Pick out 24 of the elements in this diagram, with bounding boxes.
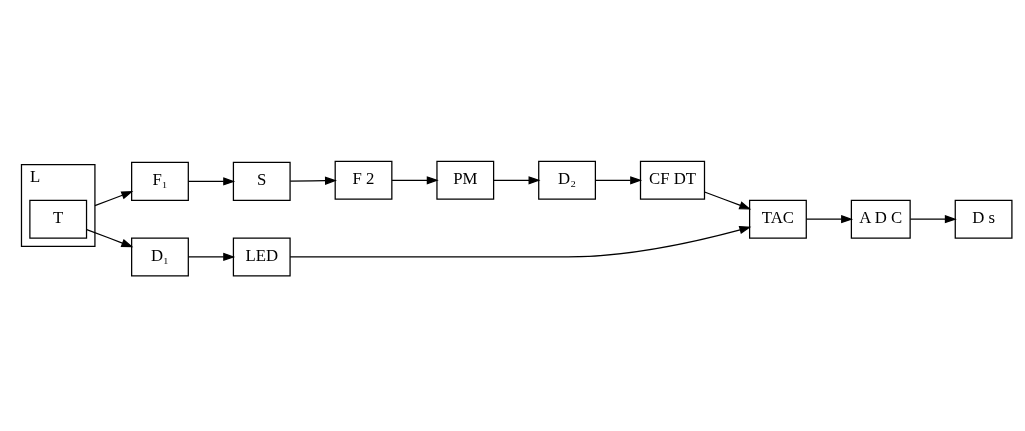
arrow bbox=[289, 176, 337, 185]
node-box: CF DT bbox=[639, 160, 706, 200]
arrow bbox=[703, 190, 752, 209]
node-box: LED bbox=[232, 236, 291, 276]
node-box: D s bbox=[954, 199, 1013, 239]
node-box: PM bbox=[436, 160, 495, 200]
arrow bbox=[94, 190, 134, 206]
node-box: F₁ bbox=[131, 161, 189, 201]
arrow bbox=[805, 214, 854, 223]
arrow bbox=[187, 252, 236, 261]
node-box: D₂ bbox=[538, 160, 596, 200]
node-box: A D C bbox=[850, 199, 911, 239]
node-box: TAC bbox=[749, 199, 807, 239]
arrow bbox=[594, 175, 643, 184]
node-box: D₁ bbox=[131, 236, 189, 276]
node-box: S bbox=[232, 161, 291, 201]
arrow bbox=[289, 225, 752, 258]
arrow bbox=[493, 175, 541, 184]
arrow bbox=[909, 214, 957, 223]
node-box: F 2 bbox=[334, 160, 393, 200]
arrow bbox=[187, 176, 236, 186]
node-box: T bbox=[29, 199, 88, 239]
arrow bbox=[391, 175, 439, 184]
arrow bbox=[86, 228, 134, 247]
